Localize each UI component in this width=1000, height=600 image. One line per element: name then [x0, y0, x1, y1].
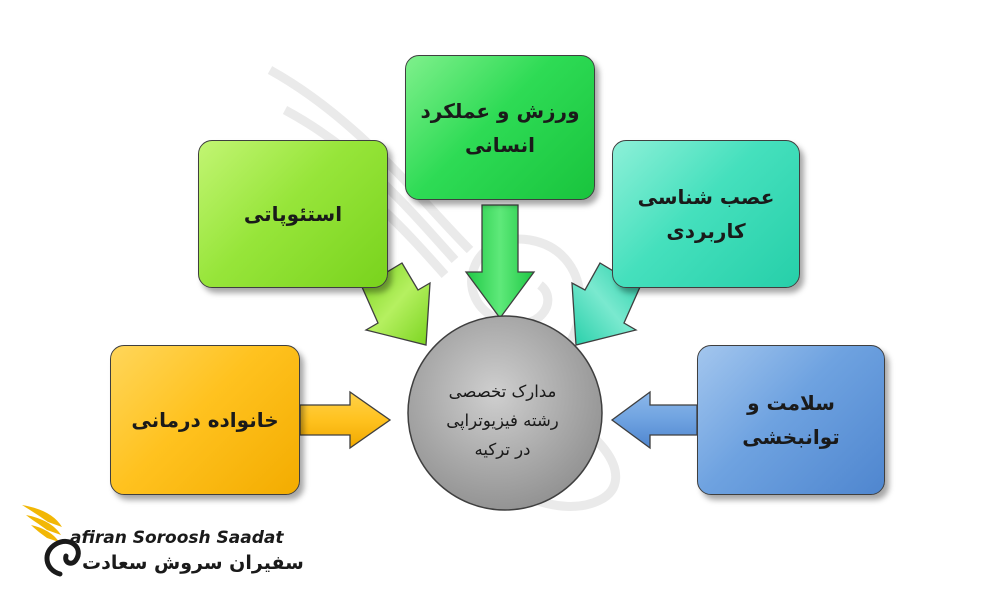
box-sport-performance-line1: ورزش و عملکرد: [420, 98, 580, 123]
box-family-therapy: خانواده درمانی: [110, 345, 300, 495]
arrow-top: [464, 204, 536, 320]
box-osteopathy: استئوپاتی: [198, 140, 388, 288]
box-sport-performance-line2: انسانی: [465, 132, 535, 157]
arrow-left: [299, 390, 392, 450]
logo-name-persian: سفیران سروش سعادت: [82, 552, 304, 574]
logo-name-english: afiran Soroosh Saadat: [70, 528, 284, 548]
swan-logo-icon: [22, 505, 81, 577]
center-label-line2: رشته فیزیوتراپی: [446, 410, 559, 430]
box-sport-performance: ورزش و عملکرد انسانی: [405, 55, 595, 200]
center-circle: [407, 315, 603, 511]
box-health-rehabilitation: سلامت و توانبخشی: [697, 345, 885, 495]
box-applied-neuroscience-line1: عصب شناسی: [637, 185, 775, 209]
center-label-line1: مدارک تخصصی: [448, 382, 557, 401]
box-applied-neuroscience: عصب شناسی کاربردی: [612, 140, 800, 288]
box-applied-neuroscience-line2: کاربردی: [666, 219, 746, 243]
box-family-therapy-label: خانواده درمانی: [131, 408, 279, 432]
box-osteopathy-label: استئوپاتی: [243, 202, 343, 226]
center-label-line3: در ترکیه: [474, 439, 531, 459]
arrow-right: [610, 390, 698, 450]
box-health-rehabilitation-line1: سلامت و: [747, 391, 835, 415]
center-label: مدارک تخصصی رشته فیزیوتراپی در ترکیه: [425, 378, 580, 465]
box-health-rehabilitation-line2: توانبخشی: [742, 425, 840, 449]
